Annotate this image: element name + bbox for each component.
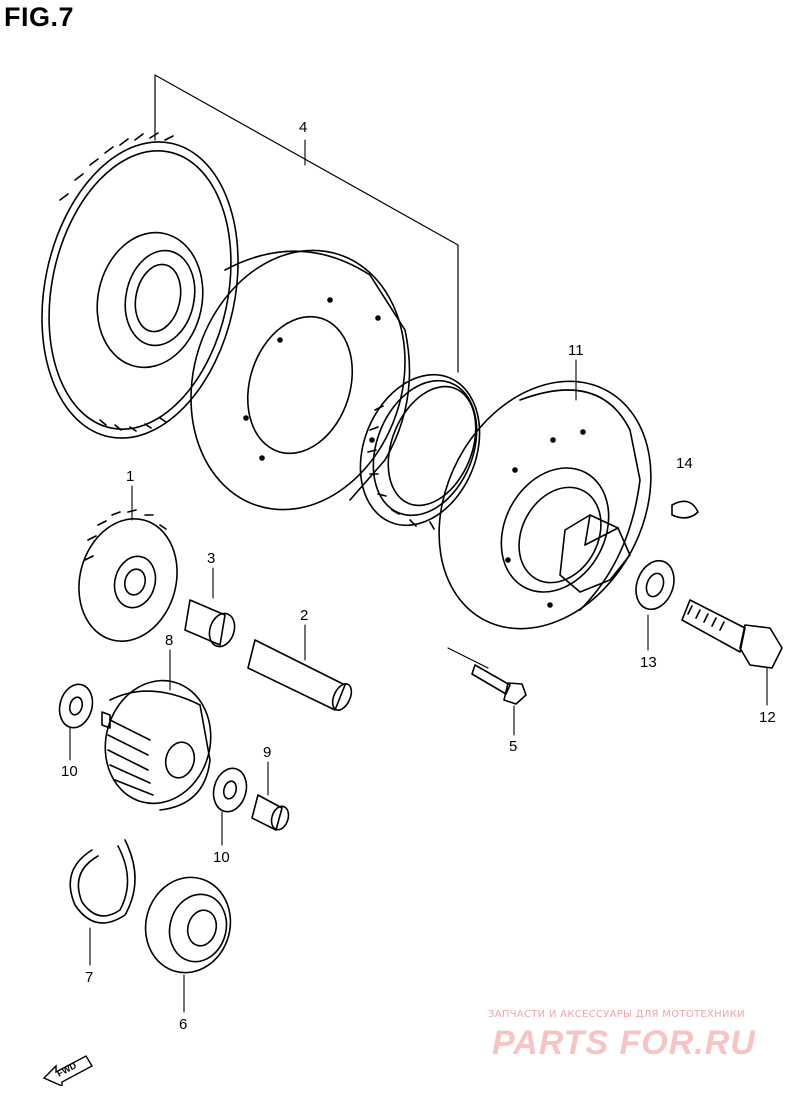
starter-idle-gear[interactable] <box>66 508 191 653</box>
figure-title: FIG.7 <box>4 2 75 32</box>
bearing[interactable] <box>135 868 241 982</box>
bushing-3[interactable] <box>184 599 239 650</box>
washer-10b[interactable] <box>209 765 251 816</box>
callout-7: 7 <box>85 969 93 986</box>
callout-6: 6 <box>179 1016 187 1033</box>
starter-driven-gear[interactable] <box>16 124 264 457</box>
rotor[interactable] <box>397 344 692 666</box>
washer-10a[interactable] <box>55 681 97 732</box>
woodruff-key[interactable] <box>671 500 699 519</box>
callout-14: 14 <box>676 455 693 472</box>
starter-clutch-housing[interactable] <box>158 222 437 537</box>
callout-2: 2 <box>300 607 308 624</box>
leader-lines <box>69 139 768 1013</box>
callout-10b: 10 <box>213 849 230 866</box>
washer-13[interactable] <box>630 555 681 614</box>
callout-12: 12 <box>759 709 776 726</box>
callout-11: 11 <box>568 342 584 359</box>
callout-13: 13 <box>640 654 657 671</box>
callout-8: 8 <box>165 632 173 649</box>
fwd-arrow-icon: FWD <box>42 1055 93 1086</box>
bolt-5-indicator <box>447 647 489 669</box>
bracket-part-4 <box>154 74 459 373</box>
bolt-5[interactable] <box>471 664 527 705</box>
callout-5: 5 <box>509 738 517 755</box>
idle-gear-8[interactable] <box>92 669 225 816</box>
watermark-tagline: ЗАПЧАСТИ И АКСЕССУАРЫ ДЛЯ МОТОТЕХНИКИ <box>488 1009 745 1020</box>
rotor-bolt[interactable] <box>681 599 783 669</box>
callout-4: 4 <box>299 119 307 136</box>
idle-shaft[interactable] <box>247 639 355 713</box>
watermark-brand: PARTS FOR.RU <box>492 1024 756 1062</box>
callout-10a: 10 <box>61 763 78 780</box>
circlip[interactable] <box>69 839 136 924</box>
callout-3: 3 <box>207 550 215 567</box>
callout-9: 9 <box>263 744 271 761</box>
one-way-clutch[interactable] <box>339 357 501 544</box>
bushing-9[interactable] <box>251 794 291 832</box>
callout-1: 1 <box>126 468 134 485</box>
